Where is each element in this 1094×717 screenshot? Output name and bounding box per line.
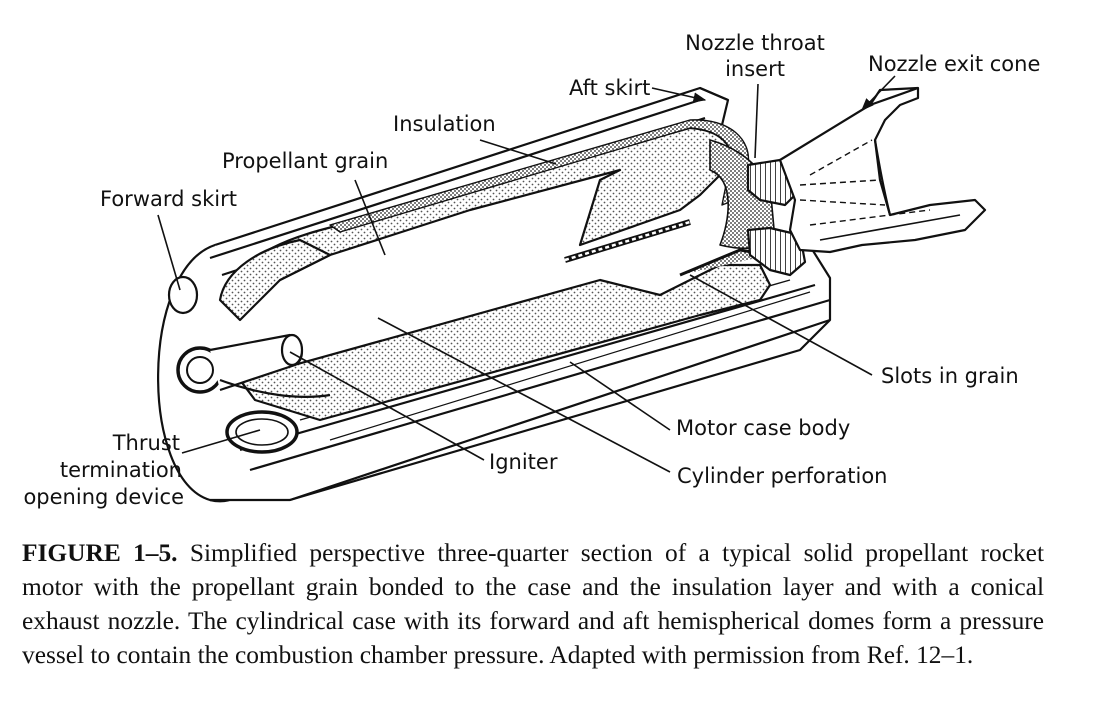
label-thrust-line2: termination bbox=[60, 458, 182, 482]
label-insulation: Insulation bbox=[393, 112, 496, 136]
label-nozzle-throat-insert-line1: Nozzle throat bbox=[685, 31, 825, 55]
label-thrust-line3: opening device bbox=[23, 485, 184, 509]
aft-dome bbox=[709, 139, 776, 250]
figure-label: FIGURE 1–5. bbox=[22, 539, 178, 567]
motor-drawing bbox=[157, 86, 987, 503]
propellant-grain-lower bbox=[238, 263, 772, 422]
label-forward-skirt: Forward skirt bbox=[100, 187, 237, 211]
caption-text: Simplified perspective three-quarter sec… bbox=[22, 539, 1044, 669]
label-thrust-line1: Thrust bbox=[112, 431, 180, 455]
forward-hole-upper bbox=[167, 275, 199, 315]
label-nozzle-exit-cone: Nozzle exit cone bbox=[868, 52, 1040, 76]
grain-front-face bbox=[218, 238, 332, 322]
throat-insert-lower bbox=[746, 226, 807, 277]
figure-caption: FIGURE 1–5. Simplified perspective three… bbox=[22, 536, 1044, 672]
rocket-motor-diagram: Nozzle throat insert Nozzle exit cone Af… bbox=[23, 31, 1040, 509]
label-nozzle-throat-insert-line2: insert bbox=[725, 57, 785, 81]
labels: Nozzle throat insert Nozzle exit cone Af… bbox=[23, 31, 1040, 509]
label-propellant-grain: Propellant grain bbox=[222, 149, 388, 173]
label-cylinder-perforation: Cylinder perforation bbox=[677, 464, 887, 488]
label-motor-case-body: Motor case body bbox=[676, 416, 850, 440]
nozzle-exit-cone bbox=[778, 86, 987, 254]
label-aft-skirt: Aft skirt bbox=[569, 76, 650, 100]
leader-lines bbox=[157, 75, 896, 473]
label-igniter: Igniter bbox=[489, 450, 558, 474]
label-slots-in-grain: Slots in grain bbox=[881, 364, 1019, 388]
